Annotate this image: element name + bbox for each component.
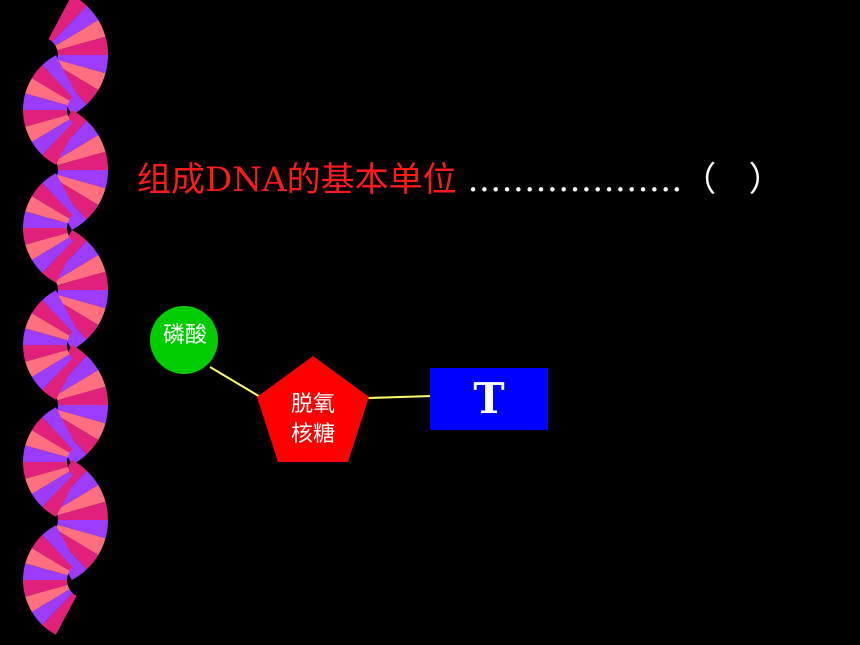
phosphate-circle: [150, 306, 218, 374]
ribbon-segment: [52, 240, 99, 281]
ribbon-segment: [23, 93, 68, 110]
ribbon-segment: [52, 5, 99, 46]
phosphate-sugar-bond: [209, 366, 263, 399]
ribbon-segment: [42, 173, 77, 215]
ribbon-segment: [25, 196, 70, 224]
ribbon-segment: [23, 328, 68, 345]
deoxyribose-text-line1: 脱氧: [290, 392, 335, 417]
ribbon-lobe-left-2: [23, 173, 77, 283]
ribbon-segment: [55, 135, 106, 166]
phosphate-text: 磷酸: [162, 323, 207, 348]
answer-blank-close: ）: [748, 160, 783, 200]
ribbon-segment: [23, 563, 68, 580]
ribbon-segment: [25, 78, 70, 106]
ribbon-segment: [23, 211, 68, 228]
ribbon-segment: [55, 20, 106, 51]
deoxyribose-label: 脱氧 核糖: [270, 390, 356, 450]
ribbon-segment: [57, 520, 108, 539]
ribbon-segment: [25, 114, 70, 142]
ribbon-segment: [25, 548, 70, 576]
deoxyribose-pentagon: [257, 356, 369, 462]
ribbon-segment: [57, 386, 108, 405]
ribbon-segment: [55, 255, 106, 286]
ribbon-segment: [31, 300, 73, 336]
deoxyribose-text-line2: 核糖: [290, 422, 335, 447]
ribbon-segment: [31, 237, 73, 273]
ribbon-segment: [23, 228, 68, 245]
ribbon-segment: [57, 151, 108, 170]
ribbon-segment: [23, 462, 68, 479]
ribbon-segment: [25, 584, 70, 612]
ribbon-segment: [57, 170, 108, 189]
dna-ribbon-border: [23, 0, 108, 635]
ribbon-segment: [55, 59, 106, 90]
phosphate-label: 磷酸: [150, 322, 220, 350]
ribbon-segment: [31, 183, 73, 219]
answer-blank-open: （: [682, 160, 717, 200]
ribbon-segment: [23, 445, 68, 462]
ribbon-segment: [25, 313, 70, 341]
ribbon-segment: [25, 232, 70, 260]
ribbon-segment: [42, 290, 77, 332]
ribbon-segment: [57, 36, 108, 55]
ribbon-segment: [55, 485, 106, 516]
base-rectangle: [430, 368, 548, 430]
ribbon-segment: [23, 580, 68, 597]
ribbon-segment: [42, 241, 77, 283]
ribbon-segment: [31, 65, 73, 101]
ribbon-segment: [42, 593, 77, 635]
ribbon-segment: [25, 466, 70, 494]
ribbon-lobe-right-1: [48, 0, 108, 115]
base-label: T: [473, 374, 505, 423]
ribbon-segment: [31, 354, 73, 390]
ribbon-segment: [42, 407, 77, 449]
ribbon-segment: [42, 123, 77, 165]
ribbon-segment: [31, 119, 73, 155]
ribbon-segment: [25, 349, 70, 377]
ribbon-segment: [57, 405, 108, 424]
ribbon-segment: [52, 355, 99, 396]
ribbon-lobe-left-1: [23, 55, 77, 165]
question-title: 组成DNA的基本单位: [137, 160, 457, 200]
ribbon-segment: [55, 409, 106, 440]
ribbon-segment: [55, 174, 106, 205]
ribbon-segment: [23, 345, 68, 362]
ribbon-segment: [42, 475, 77, 517]
ribbon-segment: [55, 294, 106, 325]
ribbon-lobe-left-4: [23, 407, 77, 517]
ribbon-segment: [42, 55, 77, 97]
ribbon-segment: [52, 529, 99, 570]
ribbon-segment: [31, 471, 73, 507]
ribbon-segment: [31, 535, 73, 571]
question-dots: ……………….: [467, 160, 683, 200]
ribbon-lobe-left-5: [23, 525, 77, 635]
ribbon-segment: [52, 120, 99, 161]
ribbon-segment: [57, 290, 108, 309]
ribbon-lobe-left-3: [23, 290, 77, 400]
ribbon-segment: [42, 358, 77, 400]
ribbon-segment: [31, 589, 73, 625]
ribbon-segment: [25, 430, 70, 458]
sugar-base-bond: [367, 395, 433, 399]
ribbon-segment: [48, 0, 87, 42]
ribbon-segment: [57, 501, 108, 520]
ribbon-segment: [31, 417, 73, 453]
ribbon-segment: [57, 271, 108, 290]
ribbon-segment: [23, 110, 68, 127]
ribbon-segment: [57, 55, 108, 74]
ribbon-segment: [42, 525, 77, 567]
ribbon-segment: [55, 524, 106, 555]
question-line: 组成DNA的基本单位 ……………….（ ）: [137, 158, 783, 202]
ribbon-segment: [55, 370, 106, 401]
